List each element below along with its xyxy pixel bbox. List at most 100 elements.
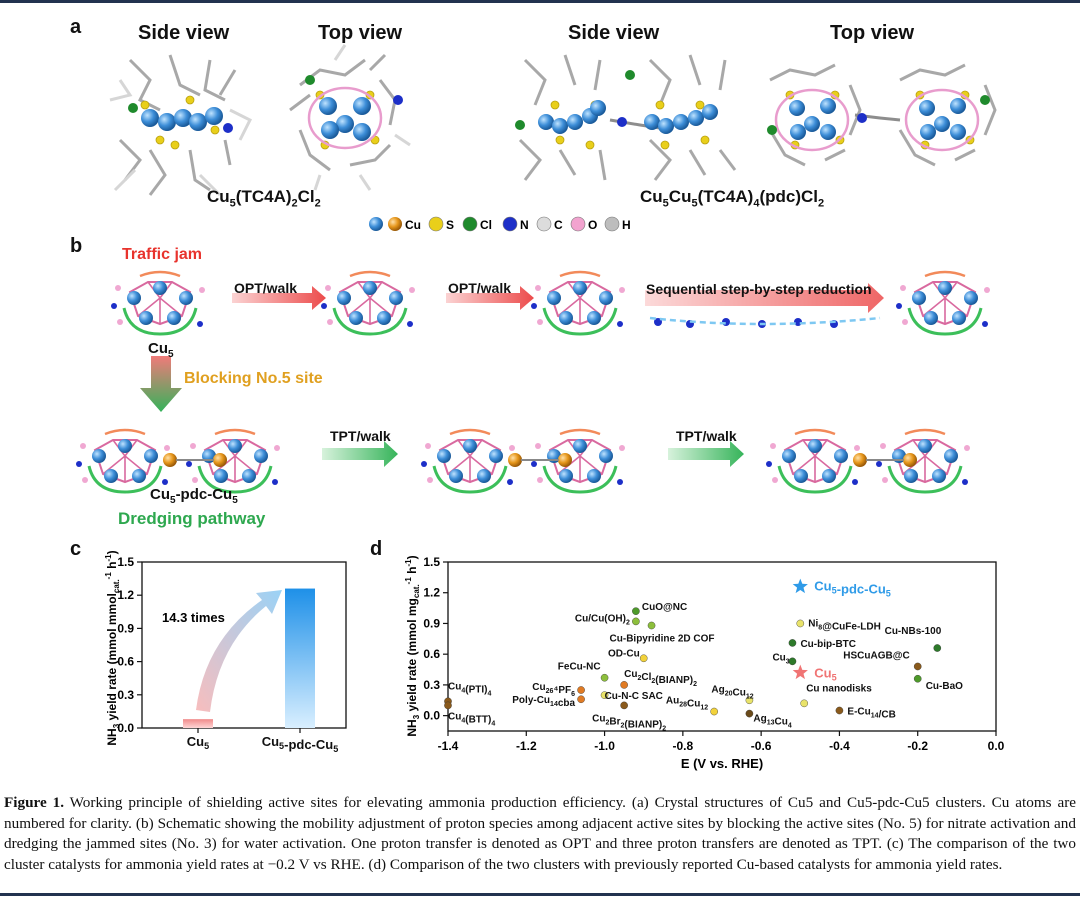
xtick-label-d: -1.0	[594, 739, 615, 753]
xtick-label-d: -0.2	[907, 739, 928, 753]
panel-b-label: b	[70, 235, 83, 257]
mechanism-schematic	[74, 270, 992, 494]
bottom-rule	[0, 893, 1080, 896]
ytick-label-c: 1.2	[117, 588, 134, 602]
ylabel-c: NH3 yield rate (mmol mmolcat.-1 h-1)	[104, 550, 121, 745]
ytick-label-d: 1.2	[423, 586, 440, 600]
label-point-ag13cu4: Ag13Cu4	[753, 714, 791, 730]
legend-label-h: H	[622, 218, 631, 232]
legend-dot-o	[570, 216, 586, 232]
xtick-label-d: -0.6	[751, 739, 772, 753]
legend-label-c: C	[554, 218, 563, 232]
xlabel-d: E (V vs. RHE)	[681, 756, 763, 771]
cu5-label: Cu5	[148, 340, 174, 360]
crystal-structures	[109, 44, 997, 197]
opt-walk-1-label: OPT/walk	[234, 280, 298, 296]
plot-frame-c	[141, 561, 347, 729]
legend-label-n: N	[520, 218, 529, 232]
legend-label-o: O	[588, 218, 597, 232]
caption-lead: Figure 1.	[4, 794, 65, 811]
dredging-label: Dredging pathway	[118, 509, 266, 528]
growth-arrow	[196, 590, 282, 712]
point-ni8-cufe-ldh	[796, 619, 805, 628]
label-point-od-cu: OD-Cu	[608, 648, 640, 659]
traffic-jam-label: Traffic jam	[122, 246, 203, 263]
legend-label-cu: Cu	[405, 218, 421, 232]
tpt-walk-2-label: TPT/walk	[676, 428, 737, 444]
label-point-cuo-nc: CuO@NC	[642, 602, 687, 613]
label-point-cu4-pti-4: Cu4(PTI)4	[448, 681, 491, 697]
label-point-cu-bipyridine-2d-cof: Cu-Bipyridine 2D COF	[610, 634, 715, 645]
ytick-label-c: 1.5	[117, 555, 134, 569]
point-hscuagb-c	[913, 662, 922, 671]
label-point-cu5: Cu5	[814, 666, 836, 683]
view-title-1: Side view	[138, 22, 230, 44]
plot-frame-d	[447, 561, 997, 732]
legend-dot-s	[428, 216, 444, 232]
tpt-walk-1-label: TPT/walk	[330, 428, 391, 444]
xtick-label-d: 0.0	[988, 739, 1005, 753]
legend-cu-orange-dot	[388, 217, 402, 231]
opt-walk-2-label: OPT/walk	[448, 280, 512, 296]
label-point-cu3: Cu3	[772, 652, 789, 665]
point-fecu-nc	[600, 673, 609, 682]
label-point-ag20cu12: Ag20Cu12	[711, 684, 753, 700]
label-point-cu-bip-btc: Cu-bip-BTC	[800, 639, 856, 650]
label-point-cu2cl2-bianp-2: Cu2Cl2(BIANP)2	[624, 669, 697, 688]
label-point-cu-nanodisks: Cu nanodisks	[806, 683, 872, 694]
legend-label-s: S	[446, 218, 454, 232]
ytick-label-c: 0.9	[117, 621, 134, 635]
label-point-cu4-btt-4: Cu4(BTT)4	[448, 711, 495, 727]
label-point-cu-n-c-sac: Cu-N-C SAC	[605, 691, 663, 702]
point-cu4-btt-4	[444, 701, 452, 710]
legend-dot-h	[604, 216, 620, 232]
blocking-label: Blocking No.5 site	[184, 370, 323, 387]
label-point-poly-cu14cba: Poly-Cu14cba	[512, 695, 575, 709]
point-cu2cl2-bianp-2	[620, 681, 628, 689]
point-cu26-pf6	[577, 686, 585, 694]
point-cu-bip-btc	[788, 639, 797, 647]
point-cu2br2-bianp-2	[620, 701, 628, 710]
ytick-label-d: 0.0	[423, 709, 440, 723]
ytick-label-d: 0.9	[423, 616, 440, 630]
ytick-label-d: 0.3	[423, 678, 440, 692]
view-title-4: Top view	[830, 22, 915, 44]
ytick-label-c: 0.6	[117, 655, 134, 669]
xtick-label-d: -1.2	[516, 739, 537, 753]
xtick-label-d: -0.8	[673, 739, 694, 753]
figure-caption: Figure 1. Working principle of shielding…	[4, 793, 1076, 875]
cu5-pdc-cu5-label: Cu5-pdc-Cu5	[150, 486, 238, 506]
point-cu5-pdc-cu5	[792, 578, 808, 594]
point-poly-cu14cba	[577, 695, 585, 704]
point-cu-bipyridine-2d-cof	[647, 621, 656, 630]
point-cu-bao	[913, 674, 922, 683]
point-cu-nanodisks	[800, 699, 809, 708]
left-cluster-formula: Cu5(TC4A)2Cl2	[207, 187, 321, 210]
scatter-chart-d: -1.4 -1.2 -1.0 -0.8 -0.6 -0.4 -0.2 0.0 0.0 0.3 0.6…	[404, 555, 1005, 771]
point-cu-nbs-100	[933, 644, 942, 652]
label-point-cu-bao: Cu-BaO	[926, 681, 963, 692]
label-point-fecu-nc: FeCu-NC	[558, 662, 601, 673]
panel-d-label: d	[370, 538, 383, 560]
label-point-au28cu12: Au28Cu12	[666, 696, 708, 712]
view-title-3: Side view	[568, 22, 660, 44]
panel-c-label: c	[70, 538, 82, 560]
label-point-cu-nbs-100: Cu-NBs-100	[885, 626, 942, 637]
panel-a-label: a	[70, 16, 82, 38]
xtick-label-d: -1.4	[438, 739, 459, 753]
point-od-cu	[639, 654, 648, 663]
label-point-e-cu14-cb: E-Cu14/CB	[847, 707, 895, 721]
legend-dot-cl	[462, 216, 478, 232]
bar-cu5	[183, 719, 213, 728]
top-rule	[0, 0, 1080, 3]
xtick-label-d: -0.4	[829, 739, 850, 753]
point-ag13cu4	[745, 709, 754, 718]
label-point-ni8-cufe-ldh: Ni8@CuFe-LDH	[808, 618, 881, 632]
ytick-label-d: 1.5	[423, 555, 440, 569]
ytick-label-d: 0.6	[423, 647, 440, 661]
bar-cu5-pdc-cu5	[285, 588, 315, 728]
point-cu-n-c-sac	[600, 691, 609, 699]
label-point-cu2br2-bianp-2: Cu2Br2(BIANP)2	[592, 713, 666, 732]
